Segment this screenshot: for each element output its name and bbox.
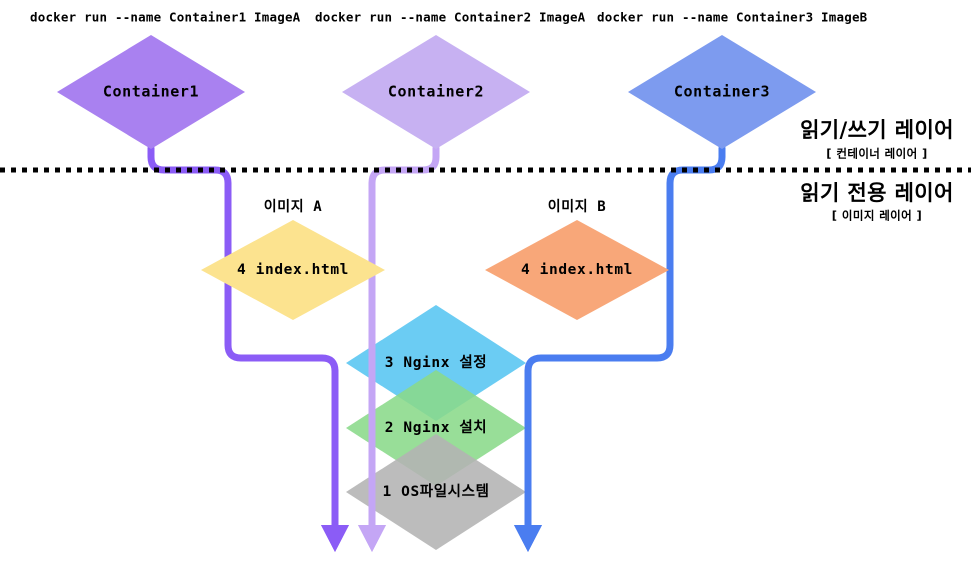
- image-layer-subtitle: [ 이미지 레이어 ]: [832, 209, 922, 223]
- connector-overlay-group: [321, 296, 542, 552]
- container-nodes: Container1 Container2 Container3: [57, 35, 816, 149]
- command-labels: docker run --name Container1 ImageA dock…: [30, 10, 868, 25]
- image-b-caption: 이미지 B: [548, 198, 607, 215]
- image-a-label: 4 index.html: [237, 262, 349, 278]
- container-node-3[interactable]: Container3: [628, 35, 816, 149]
- layer-2-label: 2 Nginx 설치: [385, 419, 488, 436]
- image-a-caption: 이미지 A: [264, 198, 323, 215]
- image-b-diamond: [485, 220, 669, 320]
- container3-diamond: [628, 35, 816, 149]
- container1-diamond: [57, 35, 245, 149]
- image-b-node[interactable]: 이미지 B 4 index.html: [485, 198, 669, 320]
- arrowhead-container1-overlay: [321, 525, 349, 552]
- layer-legend-lower: 읽기 전용 레이어 [ 이미지 레이어 ]: [800, 181, 953, 223]
- image-a-node[interactable]: 이미지 A 4 index.html: [201, 198, 385, 320]
- command-label-container2: docker run --name Container2 ImageA: [315, 10, 586, 25]
- container-layer-subtitle: [ 컨테이너 레이어 ]: [826, 147, 927, 161]
- layer-legend-upper: 읽기/쓰기 레이어 [ 컨테이너 레이어 ]: [800, 118, 954, 161]
- container1-label: Container1: [103, 83, 199, 101]
- layer-2-diamond[interactable]: [346, 370, 526, 486]
- layer-1-diamond[interactable]: [346, 434, 526, 550]
- image-b-label: 4 index.html: [521, 262, 633, 278]
- connector-container2: [368, 144, 440, 534]
- container-node-2[interactable]: Container2: [342, 35, 530, 149]
- container-node-1[interactable]: Container1: [57, 35, 245, 149]
- command-label-container3: docker run --name Container3 ImageB: [597, 10, 868, 25]
- container2-label: Container2: [388, 83, 484, 101]
- read-only-layer-title: 읽기 전용 레이어: [800, 181, 953, 205]
- command-label-container1: docker run --name Container1 ImageA: [30, 10, 301, 25]
- read-write-layer-title: 읽기/쓰기 레이어: [800, 118, 954, 142]
- arrowhead-container2-overlay: [358, 525, 386, 552]
- layer-3-label: 3 Nginx 설정: [385, 353, 488, 371]
- image-a-diamond: [201, 220, 385, 320]
- container3-label: Container3: [674, 83, 770, 101]
- layer-1-label: 1 OS파일시스템: [382, 482, 489, 500]
- arrowhead-container3-overlay: [514, 525, 542, 552]
- container2-diamond: [342, 35, 530, 149]
- layer-3-diamond[interactable]: [346, 305, 526, 421]
- shared-layer-stack: 3 Nginx 설정 2 Nginx 설치 1 OS파일시스템: [346, 305, 526, 550]
